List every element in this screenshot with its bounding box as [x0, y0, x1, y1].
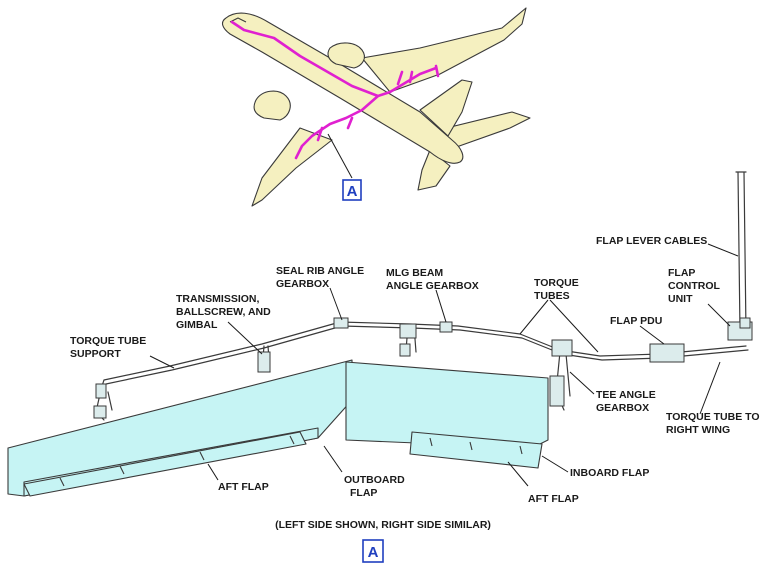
label-transmission-3: GIMBAL	[176, 319, 218, 331]
label-transmission-2: BALLSCREW, AND	[176, 306, 271, 318]
label-tee-angle-2: GEARBOX	[596, 402, 649, 414]
view-ref-bottom: A	[362, 539, 384, 563]
label-torque-tube-right-1: TORQUE TUBE TO	[666, 411, 760, 423]
label-torque-tube-right-2: RIGHT WING	[666, 424, 730, 436]
label-outboard-flap-2: FLAP	[350, 487, 377, 499]
svg-text:A: A	[368, 544, 379, 561]
aft-flap-outboard	[23, 431, 307, 497]
airplane-illustration	[221, 7, 531, 207]
view-a-leader	[327, 133, 353, 179]
label-torque-tube-support-1: TORQUE TUBE	[70, 335, 146, 347]
label-mlg-beam-2: ANGLE GEARBOX	[386, 280, 479, 292]
flap-panels	[7, 359, 549, 497]
label-aft-flap-left: AFT FLAP	[218, 481, 269, 493]
label-inboard-flap: INBOARD FLAP	[570, 467, 649, 479]
label-outboard-flap-1: OUTBOARD	[344, 474, 405, 486]
flap-system-route	[230, 20, 440, 160]
label-torque-tube-support-2: SUPPORT	[70, 348, 121, 360]
aft-flap-inboard	[409, 431, 543, 469]
label-flap-control-unit-2: CONTROL	[668, 280, 720, 292]
gearbox-components	[93, 317, 753, 419]
label-mlg-beam-1: MLG BEAM	[386, 267, 443, 279]
label-seal-rib-2: GEARBOX	[276, 278, 329, 290]
label-flap-pdu: FLAP PDU	[610, 315, 662, 327]
svg-text:A: A	[347, 183, 358, 200]
label-seal-rib-1: SEAL RIB ANGLE	[276, 265, 364, 277]
label-transmission-1: TRANSMISSION,	[176, 293, 260, 305]
label-aft-flap-right: AFT FLAP	[528, 493, 579, 505]
torque-tube-system	[95, 171, 749, 421]
callout-labels: FLAP LEVER CABLES FLAP CONTROL UNIT FLAP…	[70, 235, 760, 531]
label-flap-control-unit-3: UNIT	[668, 293, 693, 305]
label-torque-tubes-2: TUBES	[534, 290, 570, 302]
label-flap-control-unit-1: FLAP	[668, 267, 695, 279]
leader-lines	[149, 243, 739, 487]
label-flap-lever-cables: FLAP LEVER CABLES	[596, 235, 707, 247]
caption: (LEFT SIDE SHOWN, RIGHT SIDE SIMILAR)	[275, 519, 491, 531]
view-ref-top: A	[342, 179, 362, 201]
label-tee-angle-1: TEE ANGLE	[596, 389, 656, 401]
label-torque-tubes-1: TORQUE	[534, 277, 579, 289]
